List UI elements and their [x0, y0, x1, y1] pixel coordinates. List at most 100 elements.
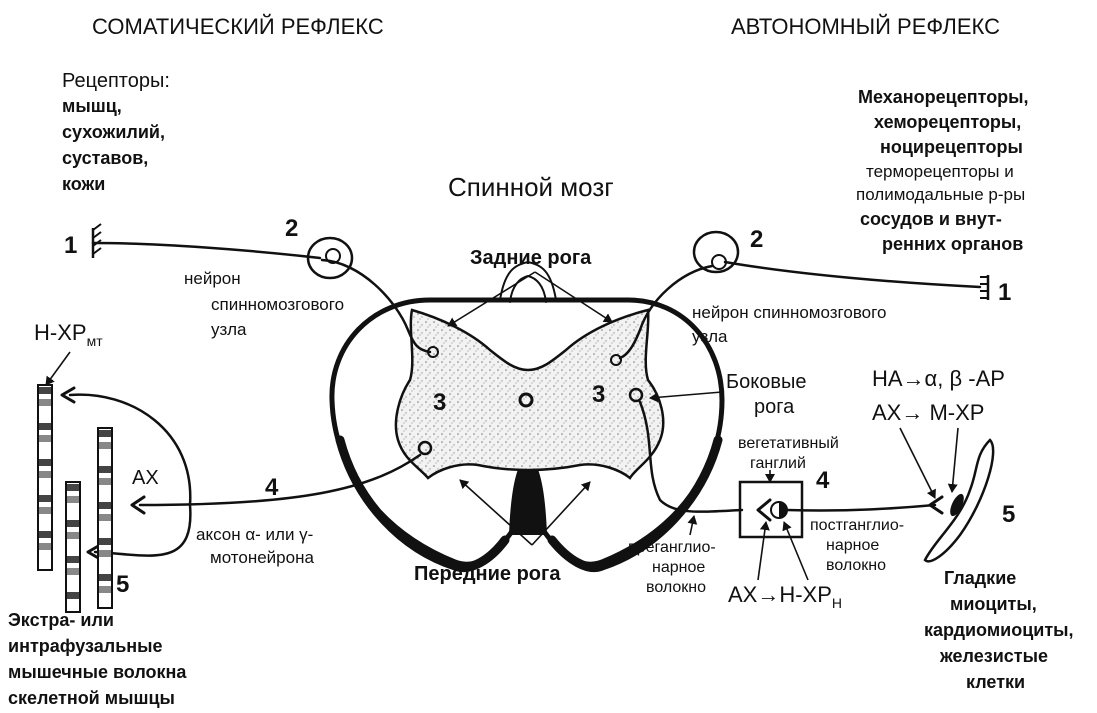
svg-text:терморецепторы и: терморецепторы и: [866, 162, 1014, 181]
muscle-striation: [99, 586, 111, 593]
axon-label: аксон α- или γ-: [196, 525, 313, 544]
somatic-ach-label: АХ: [132, 467, 159, 489]
svg-text:полимодальные р-ры: полимодальные р-ры: [856, 185, 1025, 204]
muscle-striation: [39, 543, 51, 550]
muscle-fibers: [38, 385, 112, 612]
muscle-striation: [67, 484, 79, 491]
muscle-striation: [99, 430, 111, 437]
axon-label: мотонейрона: [210, 548, 314, 567]
somatic-neuron-label: нейрон: [184, 269, 241, 288]
nicotinic-receptor-label: Н-ХРмт: [34, 320, 103, 349]
somatic-neuron-label: спинномозгового: [211, 295, 344, 314]
muscle-striation: [99, 550, 111, 557]
muscle-striation: [99, 466, 111, 473]
autonomic-heading: АВТОНОМНЫЙ РЕФЛЕКС: [731, 14, 1000, 39]
preganglionic-arrow: [690, 516, 694, 535]
svg-text:волокно: волокно: [826, 557, 886, 574]
svg-text:нарное: нарное: [826, 537, 879, 554]
preganglionic-caption: преганглио- нарное волокно: [628, 539, 716, 596]
svg-text:нарное: нарное: [652, 559, 705, 576]
somatic-neuron-label: узла: [211, 320, 247, 339]
autonomic-neuron-label: нейрон спинномозгового: [692, 303, 886, 322]
receptor-item: мышц,: [62, 96, 122, 116]
muscle-striation: [67, 592, 79, 599]
somatic-afferent-peripheral: [93, 243, 320, 258]
autonomic-ganglion-number: 2: [750, 226, 763, 253]
autonomic-receptor-ending-icon: [980, 275, 988, 300]
spinal-cord: 3 3: [332, 262, 722, 568]
autonomic-neuron-label: узла: [692, 327, 728, 346]
receptors-title: Рецепторы:: [62, 70, 170, 92]
muscle-striation: [67, 496, 79, 503]
svg-text:Гладкие: Гладкие: [944, 568, 1016, 588]
muscle-number: 5: [116, 571, 129, 598]
muscarinic-arrow: [952, 428, 958, 492]
somatic-receptor-number: 1: [64, 232, 77, 259]
muscle-striation: [99, 514, 111, 521]
postganglionic-fiber: [787, 505, 935, 511]
spinal-cord-title: Спинной мозг: [448, 172, 614, 202]
lateral-horns-label: рога: [754, 396, 795, 418]
somatic-receptor-list: мышц, сухожилий, суставов, кожи: [62, 96, 165, 194]
muscle-striation: [39, 387, 51, 394]
somatic-heading: СОМАТИЧЕСКИЙ РЕФЛЕКС: [92, 14, 384, 39]
muscle-striation: [39, 423, 51, 430]
svg-text:скелетной мышцы: скелетной мышцы: [8, 688, 175, 708]
svg-text:интрафузальные: интрафузальные: [8, 636, 163, 656]
autonomic-afferent-peripheral: [725, 262, 980, 287]
svg-text:ноцирецепторы: ноцирецепторы: [880, 137, 1023, 157]
muscle-striation: [39, 471, 51, 478]
ganglion-number: 4: [816, 467, 830, 494]
svg-text:постганглио-: постганглио-: [810, 517, 904, 534]
motor-branch-upper: [70, 395, 190, 505]
svg-text:клетки: клетки: [966, 672, 1025, 692]
postganglionic-caption: постганглио- нарное волокно: [810, 517, 904, 574]
muscle-striation: [39, 531, 51, 538]
autonomic-receptor-list: Механорецепторы, хеморецепторы, ноциреце…: [856, 87, 1029, 254]
receptor-item: кожи: [62, 174, 105, 194]
lateral-horns-label: Боковые: [726, 371, 806, 393]
effector-caption: Гладкие миоциты, кардиомиоциты, железист…: [924, 568, 1074, 692]
ventral-horns-label: Передние рога: [414, 563, 561, 585]
muscle-striation: [99, 538, 111, 545]
effector-number: 5: [1002, 501, 1015, 528]
receptor-item: суставов,: [62, 148, 148, 168]
interneuron-number-right: 3: [592, 381, 605, 408]
svg-text:кардиомиоциты,: кардиомиоциты,: [924, 620, 1074, 640]
muscle-striation: [99, 574, 111, 581]
svg-text:волокно: волокно: [646, 579, 706, 596]
muscle-striation: [39, 507, 51, 514]
muscle-striation: [39, 495, 51, 502]
muscle-fiber-caption: Экстра- или интрафузальные мышечные воло…: [8, 610, 187, 708]
muscle-striation: [67, 532, 79, 539]
svg-text:сосудов и внут-: сосудов и внут-: [860, 209, 1002, 229]
svg-text:Механорецепторы,: Механорецепторы,: [858, 87, 1029, 107]
svg-text:хеморецепторы,: хеморецепторы,: [874, 112, 1021, 132]
ganglionic-receptor-arrow-right: [784, 522, 808, 580]
autonomic-ganglion-cell: [694, 232, 738, 272]
receptor-item: сухожилий,: [62, 122, 165, 142]
svg-text:преганглио-: преганглио-: [628, 539, 716, 556]
adrenergic-arrow: [900, 428, 935, 498]
svg-text:ренних органов: ренних органов: [882, 234, 1023, 254]
vegetative-ganglion-label: ганглий: [750, 455, 806, 472]
ganglionic-receptor-label: АХ→Н-ХРН: [728, 582, 842, 611]
muscle-striation: [39, 435, 51, 442]
interneuron-number-left: 3: [433, 389, 446, 416]
muscle-striation: [67, 520, 79, 527]
ganglion-synapse: [758, 500, 770, 520]
nicotinic-receptor-arrow: [46, 352, 70, 385]
svg-text:Экстра- или: Экстра- или: [8, 610, 114, 630]
muscle-striation: [39, 399, 51, 406]
muscle-striation: [67, 556, 79, 563]
muscle-striation: [67, 568, 79, 575]
motoneuron-number: 4: [265, 474, 279, 501]
autonomic-receptor-number: 1: [998, 279, 1011, 306]
dorsal-horns-label: Задние рога: [470, 247, 592, 269]
muscarinic-label: АХ→ М-ХР: [872, 400, 984, 425]
svg-text:железистые: железистые: [939, 646, 1048, 666]
svg-text:миоциты,: миоциты,: [950, 594, 1037, 614]
ganglionic-receptor-arrow-left: [758, 522, 766, 580]
muscle-striation: [99, 478, 111, 485]
